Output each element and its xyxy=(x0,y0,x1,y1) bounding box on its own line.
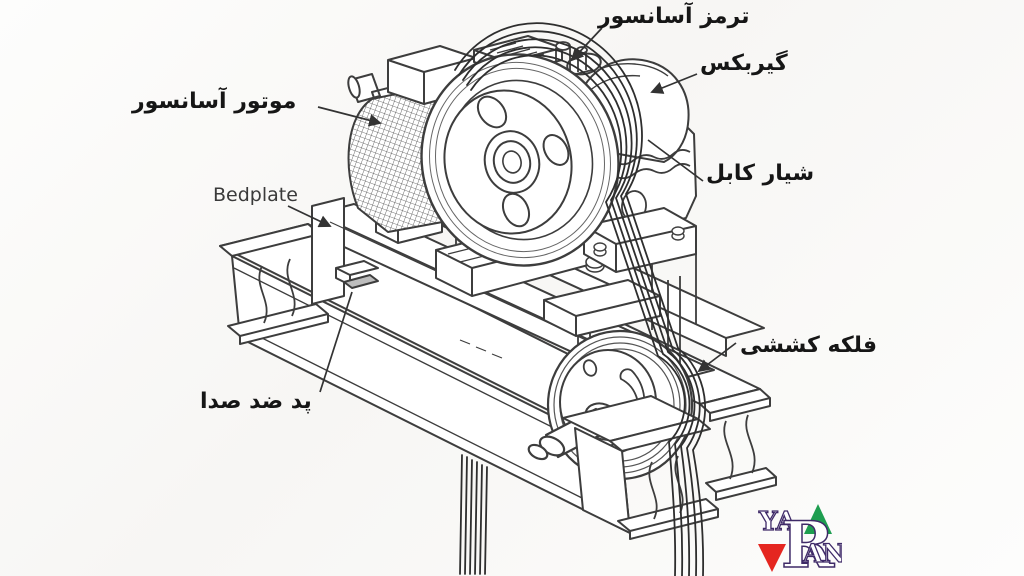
leader-lines xyxy=(287,27,737,393)
label-cable-groove: شیار کابل xyxy=(706,161,815,186)
deflector-shaft-nut xyxy=(527,443,549,461)
ibeam-left-end-overlay xyxy=(562,395,719,540)
rope-band-main xyxy=(454,22,706,576)
leader-motor xyxy=(317,106,382,127)
logo-text-r: R xyxy=(781,508,835,576)
logo-text-an: AN xyxy=(802,539,842,568)
leader-bedplate xyxy=(287,205,332,228)
drive-hub-bore xyxy=(502,150,522,174)
drive-hole-bottom xyxy=(501,192,531,228)
label-bedplate: Bedplate xyxy=(213,184,298,206)
drive-groove-2 xyxy=(435,67,605,253)
rope-bundle-left xyxy=(459,454,488,575)
label-gearbox: گیربکس xyxy=(700,51,788,76)
leader-cable-groove xyxy=(647,139,704,182)
logo-triangle-down-icon xyxy=(758,544,786,572)
deflector-small-hole xyxy=(582,359,598,377)
drive-hole-top xyxy=(476,95,508,129)
leader-traction-sheave xyxy=(697,342,737,373)
yaran-logo: YA R AN xyxy=(752,498,846,576)
label-sound-pad: پد ضد صدا xyxy=(200,389,312,414)
bedplate-cross-block xyxy=(543,279,661,337)
ibeam-right-endface xyxy=(699,388,777,501)
bedplate-left-endplate xyxy=(311,197,345,305)
ropes-drawing xyxy=(454,22,706,576)
logo-text-ya: YA xyxy=(758,507,797,537)
label-traction-sheave: فلکه کششی xyxy=(740,333,878,358)
motor-shaft-end xyxy=(347,75,361,99)
gearbox-base xyxy=(583,207,697,273)
ibeam-left-web xyxy=(258,258,296,324)
logo-triangle-up-icon xyxy=(804,504,832,534)
label-elevator-brake: ترمز آسانسور xyxy=(598,4,750,29)
drive-hole-right xyxy=(542,134,570,166)
leader-sound-pad xyxy=(319,291,353,393)
yaran-logo-graphic: YA R AN xyxy=(757,504,846,576)
gearbox-base-bolts xyxy=(593,226,685,257)
ibeam-right-web xyxy=(723,414,756,480)
drive-sheave-drawing xyxy=(420,53,620,267)
bedplate-rail-detail xyxy=(329,221,691,389)
leader-brake xyxy=(570,27,603,62)
leader-gearbox xyxy=(650,73,698,94)
sound-pad-shape xyxy=(343,274,379,289)
label-elevator-motor: موتور آسانسور xyxy=(132,89,297,114)
